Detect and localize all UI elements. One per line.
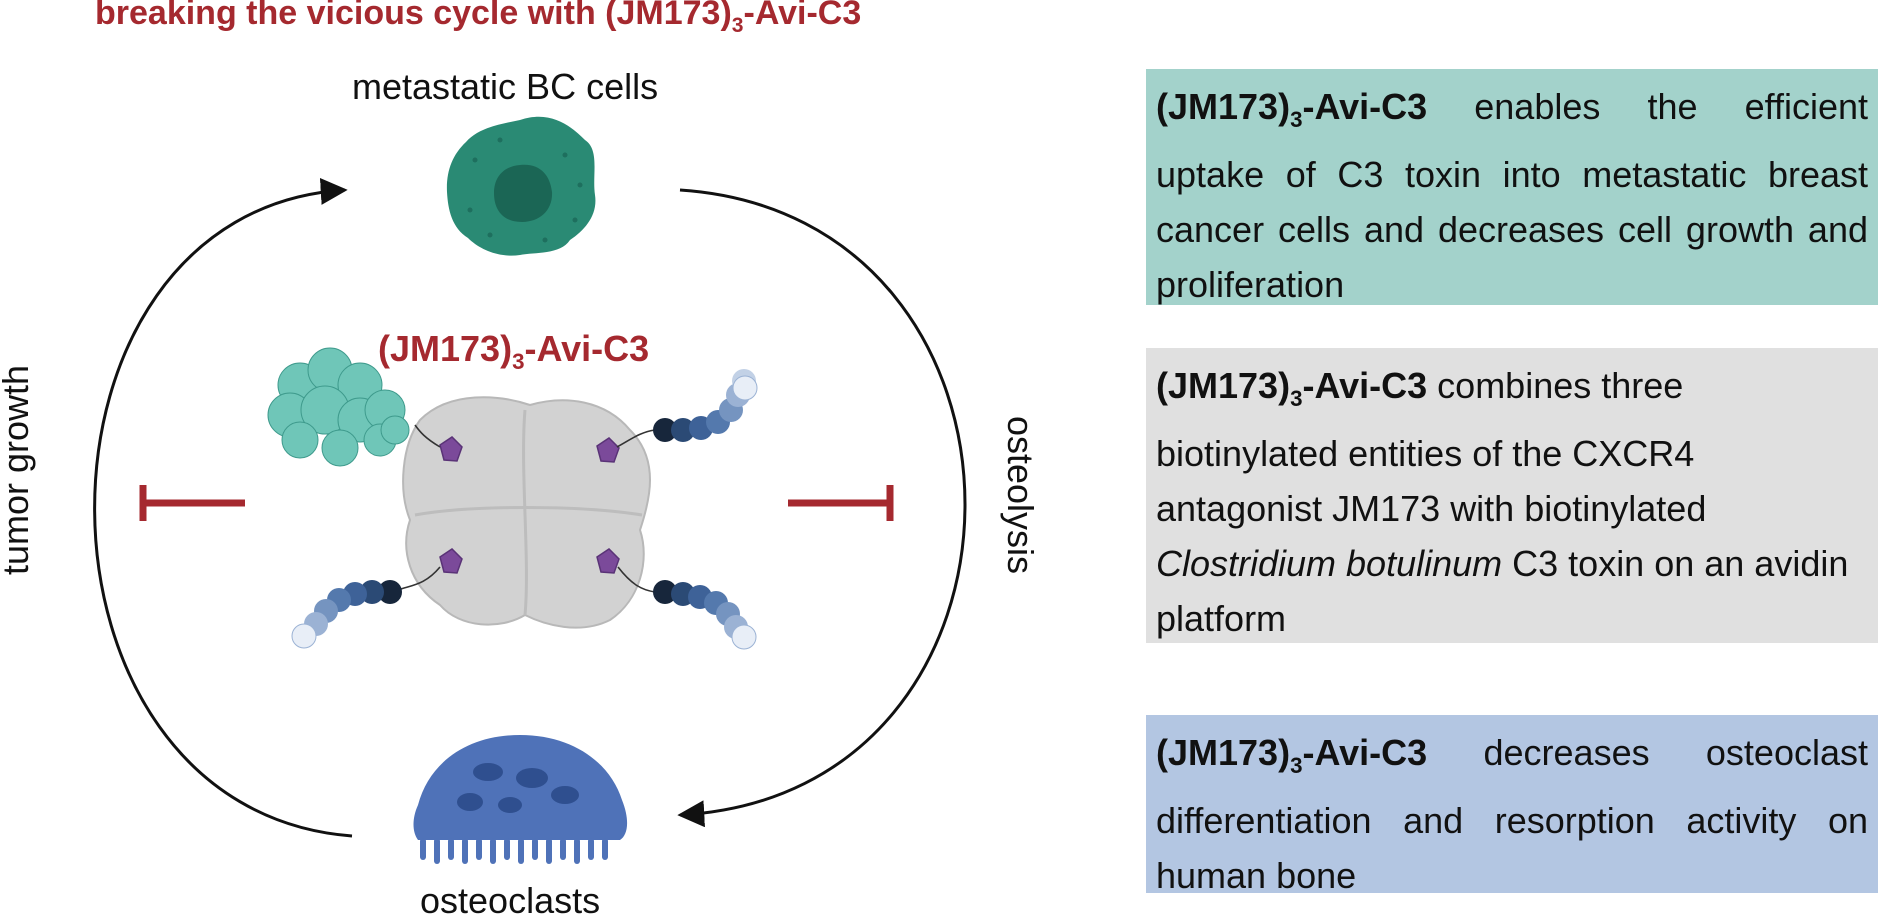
compound-label: (JM173)3-Avi-C3	[378, 328, 650, 375]
arrow-left-up	[93, 178, 353, 838]
osteoclast-icon	[413, 735, 628, 864]
panel-osteoclast: (JM173)3-Avi-C3 decreases osteoclast dif…	[1146, 715, 1878, 897]
label-tumor-growth: tumor growth	[0, 364, 36, 576]
jm173-bead-chain-icon-bottom-left	[291, 580, 402, 649]
avidin-complex-icon	[402, 396, 651, 629]
inhibition-icon-right	[788, 485, 894, 521]
jm173-bead-chain-icon-top-right-tip	[732, 375, 758, 401]
label-metastatic-bc-cells: metastatic BC cells	[352, 66, 659, 107]
panel-uptake: (JM173)3-Avi-C3 enables the efficient up…	[1146, 69, 1878, 305]
panel-composition: (JM173)3-Avi-C3 combines three biotinyla…	[1146, 348, 1878, 643]
figure-title: breaking the vicious cycle with (JM173)3…	[95, 0, 862, 37]
panel-text: enables the efficient uptake of C3 toxin…	[1156, 86, 1868, 306]
panel-text: C3 toxin on an avidin platform	[1156, 543, 1849, 640]
panel-species: Clostridium botulinum	[1156, 543, 1503, 585]
arrow-right-down	[677, 188, 967, 828]
panel-compound-name: (JM173)3-Avi-C3	[1156, 86, 1428, 133]
label-osteolysis: osteolysis	[1000, 415, 1041, 575]
c3-toxin-icon	[267, 347, 410, 467]
panel-compound-name: (JM173)3-Avi-C3	[1156, 365, 1428, 412]
panel-text: decreases osteoclast differentiation and…	[1156, 732, 1868, 897]
label-osteoclasts: osteoclasts	[420, 880, 601, 921]
jm173-bead-chain-icon-bottom-right	[653, 580, 757, 650]
panel-compound-name: (JM173)3-Avi-C3	[1156, 732, 1428, 779]
panel-text: combines three biotinylated entities of …	[1156, 365, 1707, 530]
bc-cell-icon	[446, 116, 596, 256]
inhibition-icon-left	[139, 485, 245, 521]
